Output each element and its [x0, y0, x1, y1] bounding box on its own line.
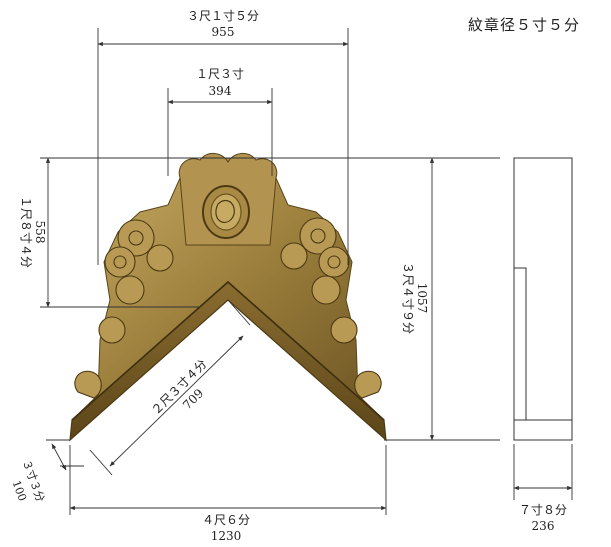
side-view-notch — [513, 267, 527, 421]
dim-thickness — [51, 443, 67, 471]
label-diagonal: ２尺３寸４分 — [149, 357, 210, 418]
side-view-outline — [513, 157, 573, 441]
tile-illustration — [69, 153, 387, 442]
label-side-depth: ７寸８分 — [519, 503, 567, 517]
right-cloud-ornament — [280, 217, 382, 399]
value-base-width: 1230 — [211, 529, 242, 543]
value-thickness: 100 — [10, 479, 29, 503]
left-cloud-ornament — [74, 219, 174, 399]
label-right-height: ３尺４寸９分 — [401, 262, 415, 334]
dim-diagonal — [109, 335, 244, 467]
label-base-width: ４尺６分 — [202, 513, 250, 527]
label-top-outer: ３尺１寸５分 — [187, 9, 259, 23]
value-top-inner: 394 — [209, 84, 232, 98]
crest-diameter-label: 紋章径５寸５分 — [468, 16, 581, 34]
label-top-inner: １尺３寸 — [196, 67, 244, 81]
value-top-outer: 955 — [212, 25, 235, 39]
value-side-depth: 236 — [532, 519, 555, 533]
side-view — [513, 157, 573, 441]
value-right-height: 1057 — [415, 283, 429, 314]
dimension-lines — [40, 28, 573, 515]
value-left-height: 558 — [33, 221, 47, 244]
label-left-height: １尺８寸４分 — [19, 196, 33, 268]
